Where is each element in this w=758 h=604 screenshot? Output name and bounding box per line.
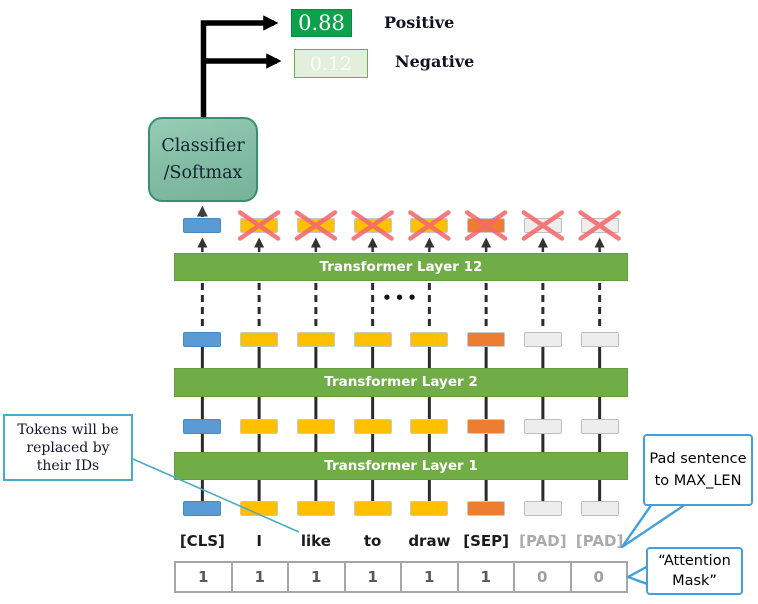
- token-box: [240, 419, 279, 434]
- positive-class-label: Positive: [384, 13, 455, 32]
- pad-sentence-callout: Pad sentence to MAX_LEN: [643, 434, 753, 506]
- token-box: [467, 419, 506, 434]
- token-label: draw: [408, 532, 451, 550]
- token-box: [353, 218, 392, 233]
- classifier-softmax-box: Classifier /Softmax: [148, 117, 258, 202]
- mask-cell: 0: [593, 568, 604, 586]
- hidden-layers-ellipsis: •••: [382, 289, 420, 307]
- mask-cell: 1: [289, 563, 346, 591]
- token-ids-callout-line3: their IDs: [36, 458, 100, 474]
- token-label: [PAD]: [575, 532, 624, 550]
- token-box: [183, 419, 222, 434]
- token-box: [183, 218, 222, 233]
- token-box: [467, 501, 506, 516]
- token-box: [296, 419, 335, 434]
- negative-class-label: Negative: [395, 52, 475, 71]
- token-label: I: [256, 532, 262, 550]
- transformer-layer-12-bar: Transformer Layer 12: [174, 253, 628, 281]
- attention-callout-line2: Mask”: [672, 573, 717, 589]
- token-label: to: [363, 532, 382, 550]
- token-ids-callout-line2: replaced by: [26, 440, 110, 456]
- token-box: [523, 501, 562, 516]
- token-box: [353, 419, 392, 434]
- token-box: [523, 332, 562, 347]
- token-box: [296, 218, 335, 233]
- arrow-to-positive: [200, 15, 279, 117]
- token-box: [240, 501, 279, 516]
- token-label: like: [300, 532, 331, 550]
- token-box: [183, 501, 222, 516]
- token-box: [296, 332, 335, 347]
- token-box: [240, 332, 279, 347]
- token-box: [353, 501, 392, 516]
- token-box: [410, 332, 449, 347]
- classifier-label-line2: /Softmax: [163, 162, 243, 183]
- token-box: [580, 501, 619, 516]
- classifier-label-line1: Classifier: [161, 136, 245, 157]
- token-label: [SEP]: [463, 532, 509, 550]
- token-box: [580, 419, 619, 434]
- attention-callout-line1: “Attention: [658, 552, 731, 569]
- token-box: [296, 501, 335, 516]
- token-box: [240, 218, 279, 233]
- token-ids-callout-line1: Tokens will be: [17, 422, 119, 438]
- mask-cell: 1: [459, 563, 515, 591]
- token-label: [PAD]: [519, 532, 567, 550]
- token-box: [523, 218, 562, 233]
- pad-callout-line1: Pad sentence: [649, 450, 747, 467]
- mask-cell: 1: [233, 563, 289, 591]
- token-box: [410, 419, 449, 434]
- token-box: [580, 332, 619, 347]
- token-box: [467, 332, 506, 347]
- positive-score-box: 0.88: [291, 9, 352, 37]
- transformer-layer-2-bar: Transformer Layer 2: [174, 368, 628, 397]
- token-box: [410, 501, 449, 516]
- token-box: [353, 332, 392, 347]
- token-box: [580, 218, 619, 233]
- mask-cell: 1: [346, 563, 402, 591]
- transformer-layer-1-bar: Transformer Layer 1: [174, 452, 628, 480]
- token-box: [183, 332, 222, 347]
- token-label: [CLS]: [179, 532, 225, 550]
- token-ids-callout: Tokens will be replaced by their IDs: [3, 414, 133, 481]
- negative-score-value: 0.12: [309, 52, 353, 75]
- attention-mask-callout: “Attention Mask”: [646, 547, 743, 595]
- mask-cell: 0: [515, 563, 572, 591]
- mask-cell: 1: [402, 563, 459, 591]
- token-box: [410, 218, 449, 233]
- token-box: [523, 419, 562, 434]
- pad-callout-line2: to MAX_LEN: [654, 473, 742, 489]
- mask-cell: 1: [176, 563, 233, 591]
- negative-score-box: 0.12: [294, 49, 368, 78]
- token-box: [467, 218, 506, 233]
- positive-score-value: 0.88: [298, 11, 345, 35]
